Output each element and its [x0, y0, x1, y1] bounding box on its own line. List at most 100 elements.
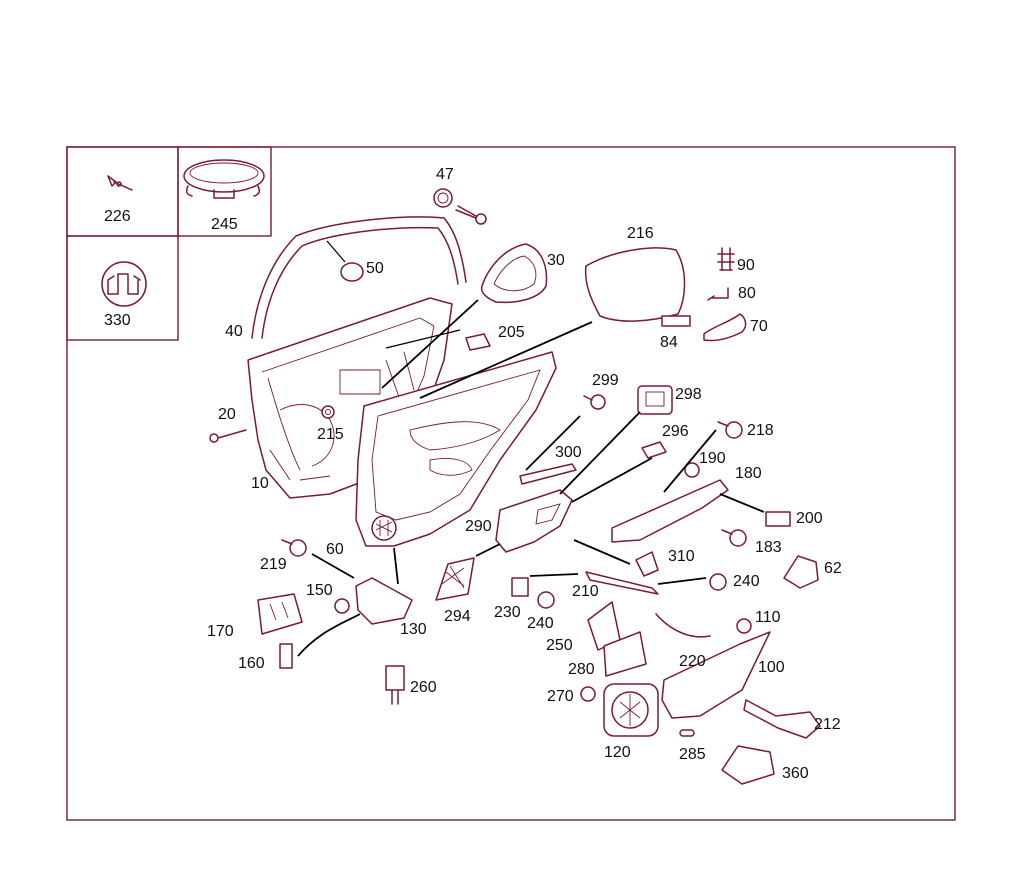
part-216-pad — [584, 247, 686, 322]
callout-299: 299 — [592, 372, 619, 389]
callout-219: 219 — [260, 556, 287, 573]
callout-290: 290 — [465, 518, 492, 535]
callout-190: 190 — [699, 450, 726, 467]
callout-90: 90 — [737, 257, 755, 274]
callout-285: 285 — [679, 746, 706, 763]
part-294-speaker-grille — [435, 557, 475, 601]
callout-50: 50 — [366, 260, 384, 277]
callout-270: 270 — [547, 688, 574, 705]
part-330-clip — [101, 261, 147, 307]
callout-10: 10 — [251, 475, 269, 492]
callout-280: 280 — [568, 661, 595, 678]
part-door-trim-panel — [355, 351, 557, 547]
part-205-clip — [465, 333, 491, 351]
assembly-arrows — [297, 299, 765, 657]
part-215-nut — [321, 405, 335, 419]
part-180-trim-strip — [611, 479, 729, 543]
callout-110: 110 — [755, 609, 781, 626]
callout-220: 220 — [679, 653, 706, 670]
part-296-clip — [641, 441, 667, 459]
callout-296: 296 — [662, 423, 689, 440]
inset-box-245 — [177, 146, 272, 237]
part-212-handle — [743, 699, 821, 739]
part-70-handle — [703, 313, 747, 342]
callout-84: 84 — [660, 334, 678, 351]
callout-250: 250 — [546, 637, 573, 654]
part-240a-screw — [709, 573, 727, 591]
part-290-armrest-panel — [495, 489, 573, 553]
callout-180: 180 — [735, 465, 762, 482]
callout-30: 30 — [547, 252, 565, 269]
part-298-clip — [637, 385, 673, 415]
part-240b-screw — [537, 591, 555, 609]
part-245-plug — [183, 159, 265, 199]
callout-210: 210 — [572, 583, 599, 600]
part-360-bracket — [721, 745, 775, 785]
part-110-nut — [736, 618, 752, 634]
callout-120: 120 — [604, 744, 631, 761]
part-47-grommet — [433, 188, 487, 225]
part-299-screw — [583, 394, 606, 410]
callout-62: 62 — [824, 560, 842, 577]
callout-240b: 240 — [527, 615, 554, 632]
callout-230: 230 — [494, 604, 521, 621]
callout-60: 60 — [326, 541, 344, 558]
callout-245: 245 — [211, 216, 238, 233]
callout-70: 70 — [750, 318, 768, 335]
callout-226: 226 — [104, 208, 131, 225]
callout-330: 330 — [104, 312, 131, 329]
callout-80: 80 — [738, 285, 756, 302]
part-84-clip — [661, 315, 691, 327]
part-280-cover — [603, 631, 647, 677]
part-160-cap — [279, 643, 293, 669]
callout-310: 310 — [668, 548, 695, 565]
part-90-clip — [717, 247, 735, 271]
callout-218: 218 — [747, 422, 774, 439]
callout-20: 20 — [218, 406, 236, 423]
part-218-screw — [717, 421, 743, 439]
callout-150: 150 — [306, 582, 333, 599]
part-100-pocket — [661, 631, 771, 719]
part-170-switch — [257, 593, 303, 635]
callout-216: 216 — [627, 225, 654, 242]
part-60-130-handle-cover — [355, 577, 413, 625]
part-30-bezel — [480, 243, 548, 304]
diagram-frame — [66, 146, 956, 821]
part-226-rivet — [107, 175, 133, 191]
part-200-sas-label — [765, 511, 791, 527]
part-190-nut — [684, 462, 700, 478]
callout-47: 47 — [436, 166, 454, 183]
callout-212: 212 — [814, 716, 841, 733]
callout-100: 100 — [758, 659, 785, 676]
part-219-screw — [281, 539, 307, 557]
callout-300: 300 — [555, 444, 582, 461]
part-80-pin — [707, 287, 729, 301]
callout-40: 40 — [225, 323, 243, 340]
part-260-lamp — [385, 665, 405, 705]
callout-labels: 226 245 330 47 50 30 216 90 80 70 84 40 … — [104, 166, 842, 782]
part-220-strip — [655, 613, 711, 638]
callout-183: 183 — [755, 539, 782, 556]
part-183-screw — [721, 529, 747, 547]
callout-298: 298 — [675, 386, 702, 403]
part-120-speaker — [603, 683, 659, 737]
part-62-cap — [783, 555, 819, 589]
callout-360: 360 — [782, 765, 809, 782]
callout-260: 260 — [410, 679, 437, 696]
part-300-strip — [519, 463, 577, 485]
callout-205: 205 — [498, 324, 525, 341]
callout-200: 200 — [796, 510, 823, 527]
part-285-clip — [679, 729, 695, 737]
part-310-clip — [635, 551, 659, 577]
inset-box-330 — [66, 235, 179, 341]
part-40-frame-seal — [251, 216, 467, 339]
part-270-nut — [580, 686, 596, 702]
part-150-nut — [334, 598, 350, 614]
callout-130: 130 — [400, 621, 427, 638]
callout-240a: 240 — [733, 573, 760, 590]
callout-170: 170 — [207, 623, 234, 640]
callout-215: 215 — [317, 426, 344, 443]
part-50-plug — [326, 240, 364, 282]
part-210-bracket — [585, 571, 659, 595]
